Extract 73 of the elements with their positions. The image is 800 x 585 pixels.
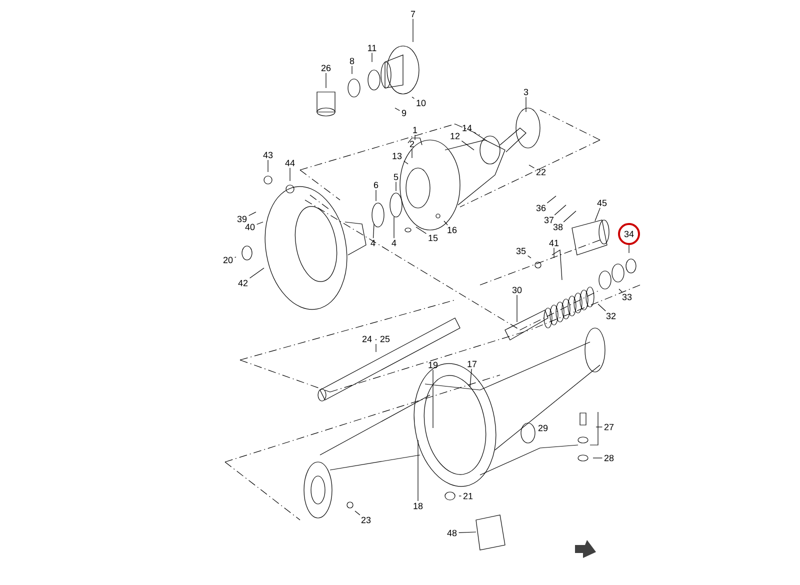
leader-line xyxy=(528,255,532,258)
callout-number: 7 xyxy=(410,10,416,18)
callout-number: 32 xyxy=(606,312,616,320)
callout-number: 21 xyxy=(463,492,473,500)
callout-number: 13 xyxy=(392,152,402,160)
leader-line xyxy=(554,204,566,216)
callout-number: 11 xyxy=(368,44,376,52)
callout-number: 33 xyxy=(622,294,632,300)
leader-line xyxy=(516,294,518,322)
callout-number: 38 xyxy=(553,224,563,230)
callout-number: 12 xyxy=(450,132,460,140)
leader-line xyxy=(546,196,556,204)
leader-line xyxy=(628,244,630,254)
callout-number: 6 xyxy=(374,182,378,188)
leader-line xyxy=(470,368,472,388)
callout-number: 43 xyxy=(263,152,273,158)
callout-number: 22 xyxy=(536,168,546,176)
leader-line xyxy=(596,426,603,428)
callout-number: 35 xyxy=(516,248,526,254)
callout-number: 18 xyxy=(414,502,423,510)
callout-number: 34 xyxy=(618,223,640,245)
leader-line xyxy=(416,226,427,234)
leader-line xyxy=(412,18,414,42)
callout-number: 28 xyxy=(604,454,614,462)
leader-line xyxy=(474,132,488,142)
callout-number: 15 xyxy=(428,234,438,242)
callout-number: 5 xyxy=(394,174,398,180)
leader-line xyxy=(404,160,408,164)
leader-line xyxy=(444,220,448,226)
leader-line xyxy=(598,304,606,312)
callout-number: 45 xyxy=(597,200,607,206)
leader-line xyxy=(372,224,374,238)
callout-number: 29 xyxy=(538,424,548,432)
callout-number: 41 xyxy=(549,240,559,246)
leader-line xyxy=(248,212,256,216)
callout-number: 39 xyxy=(237,216,247,222)
leader-line xyxy=(528,164,535,168)
callout-number: 10 xyxy=(416,100,426,106)
callout-number: 37 xyxy=(544,216,554,224)
callout-number: 23 xyxy=(361,516,371,524)
callout-number: 8 xyxy=(350,58,354,64)
leader-line xyxy=(256,222,264,225)
callout-number: 3 xyxy=(524,88,528,96)
callout-number: 2 xyxy=(410,140,414,148)
callout-number: 16 xyxy=(448,226,457,234)
leader-line xyxy=(249,268,264,278)
callout-number: 30 xyxy=(512,286,522,294)
leader-line xyxy=(432,370,434,428)
leader-line xyxy=(412,96,415,99)
callout-number: 27 xyxy=(604,424,614,430)
leader-line xyxy=(618,288,622,292)
callout-number: 17 xyxy=(468,360,477,368)
callout-number: 14 xyxy=(462,124,472,132)
callout-number: 9 xyxy=(402,110,406,116)
callout-number: 19 xyxy=(428,362,438,368)
callout-number: 36 xyxy=(536,204,546,212)
callout-number: 40 xyxy=(245,224,255,230)
leader-line xyxy=(458,532,476,533)
leader-line xyxy=(461,140,474,150)
callout-number: 4 xyxy=(370,240,376,246)
callout-number: 4 xyxy=(392,240,396,246)
callout-number: 26 xyxy=(321,64,331,72)
leader-line xyxy=(594,208,600,222)
callout-number: 48 xyxy=(447,530,457,536)
callout-number: 24 · 25 xyxy=(362,336,390,342)
leader-line xyxy=(394,108,400,111)
leader-line xyxy=(414,134,416,140)
callout-number: 42 xyxy=(238,280,248,286)
leader-line xyxy=(563,210,576,222)
callout-number: 20 xyxy=(223,256,233,264)
callout-number: 44 xyxy=(285,160,295,166)
leader-line xyxy=(354,510,360,516)
callout-number: 1 xyxy=(413,126,418,134)
